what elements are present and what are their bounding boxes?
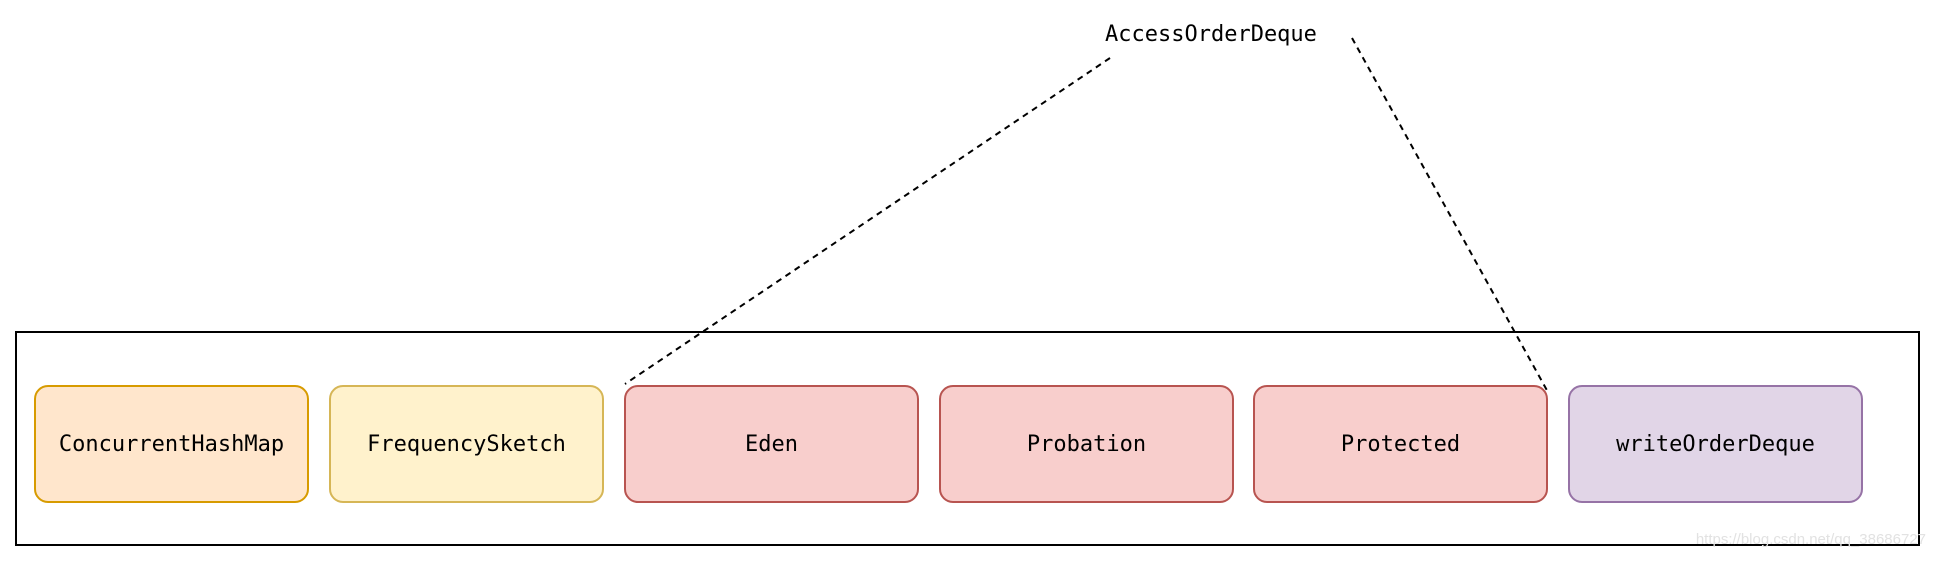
probation-label: Probation bbox=[1026, 431, 1147, 457]
eden-label: Eden bbox=[745, 431, 798, 457]
write-order-deque-box: writeOrderDeque bbox=[1568, 385, 1863, 503]
protected-box: Protected bbox=[1253, 385, 1548, 503]
eden-box: Eden bbox=[624, 385, 919, 503]
concurrent-hash-map-label: ConcurrentHashMap bbox=[58, 431, 285, 457]
probation-box: Probation bbox=[939, 385, 1234, 503]
access-order-deque-label: AccessOrderDeque bbox=[1105, 22, 1317, 47]
connector-to-eden bbox=[624, 57, 1111, 385]
frequency-sketch-label: FrequencySketch bbox=[367, 431, 566, 457]
protected-label: Protected bbox=[1340, 431, 1461, 457]
cache-container bbox=[15, 331, 1920, 546]
write-order-deque-label: writeOrderDeque bbox=[1616, 431, 1815, 457]
frequency-sketch-box: FrequencySketch bbox=[329, 385, 604, 503]
watermark: https://blog.csdn.net/qq_38686727 bbox=[1695, 531, 1926, 548]
concurrent-hash-map-box: ConcurrentHashMap bbox=[34, 385, 309, 503]
connector-to-protected bbox=[1351, 37, 1550, 395]
